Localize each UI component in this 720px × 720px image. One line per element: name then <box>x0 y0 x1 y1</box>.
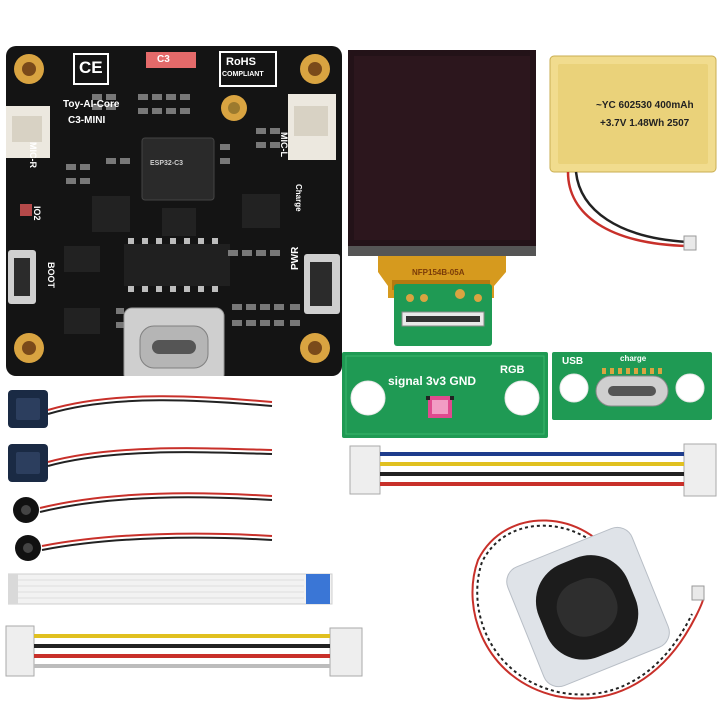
rohs-mark: RoHS <box>226 56 256 68</box>
module-marking: ESP32-C3 <box>150 160 184 167</box>
rgb-led-board <box>342 352 548 438</box>
usb-label: USB <box>562 356 584 367</box>
usb-c-breakout-board <box>552 352 712 420</box>
battery-spec-1: ~YC 602530 400mAh <box>596 100 694 111</box>
boot-button <box>8 250 36 304</box>
rgb-board-name: RGB <box>500 364 525 376</box>
microphones-and-wires <box>8 390 273 561</box>
jst-connector-mic-r <box>6 106 50 158</box>
c3-chip-label: C3 <box>157 54 170 65</box>
jst-4pin-cable-short <box>5 625 363 677</box>
speaker <box>471 519 705 700</box>
jst-connector-mic-l <box>288 94 336 160</box>
main-controller-board <box>6 46 342 376</box>
charge-label: Charge <box>294 184 303 212</box>
rohs-subtitle: COMPLIANT <box>222 71 264 78</box>
square-mic <box>8 444 48 482</box>
fpc-code: NFP154B-05A <box>412 268 465 277</box>
rgb-pin-labels: signal 3v3 GND <box>388 374 477 388</box>
round-mic <box>15 535 41 561</box>
lcd-display-module <box>348 50 536 346</box>
mic-l-label: MIC-L <box>279 132 289 157</box>
battery-spec-2: +3.7V 1.48Wh 2507 <box>600 118 690 129</box>
mounting-hole <box>300 54 330 84</box>
mic-r-label: MIC-R <box>28 142 38 168</box>
boot-label: BOOT <box>46 262 56 288</box>
lipo-battery <box>549 55 717 251</box>
square-mic <box>8 390 48 428</box>
power-switch <box>304 254 340 314</box>
round-mic <box>13 497 39 523</box>
mounting-hole <box>14 54 44 84</box>
usb-c-port <box>123 307 225 376</box>
usb-charge-label: charge <box>620 354 647 363</box>
mounting-hole <box>300 333 330 363</box>
board-model: C3-MINI <box>68 115 106 126</box>
io2-label: IO2 <box>32 206 42 221</box>
board-name: Toy-AI-Core <box>63 99 120 110</box>
jst-4pin-cable <box>349 443 717 497</box>
mounting-hole <box>14 333 44 363</box>
pwr-label: PWR <box>290 246 301 270</box>
ce-mark: CE <box>79 58 103 77</box>
ffc-ribbon-cable <box>8 573 333 605</box>
